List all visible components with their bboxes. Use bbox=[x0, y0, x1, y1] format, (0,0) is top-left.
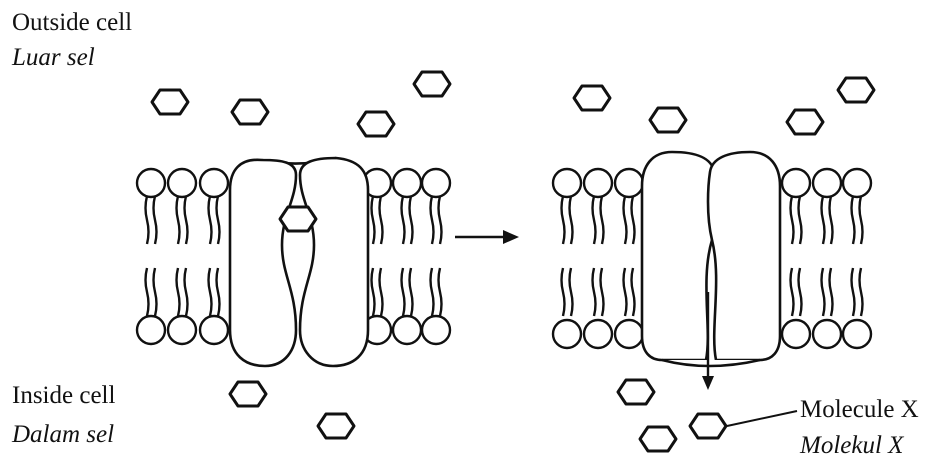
right-membrane-heads-left bbox=[553, 169, 643, 348]
transition-arrow bbox=[455, 230, 519, 244]
right-membrane-tails-right bbox=[791, 196, 863, 316]
phospholipid-head bbox=[200, 169, 228, 197]
left-membrane-heads-left bbox=[137, 169, 228, 344]
molecule-icon bbox=[574, 86, 610, 110]
molecule-icon bbox=[414, 72, 450, 96]
molecule-icon bbox=[640, 427, 676, 451]
phospholipid-head bbox=[584, 320, 612, 348]
left-membrane-tails-left bbox=[146, 196, 220, 316]
left-membrane-heads-right bbox=[363, 169, 450, 344]
molecule-icon bbox=[318, 414, 354, 438]
right-carrier-protein bbox=[642, 152, 780, 366]
right-membrane-heads-right bbox=[782, 169, 871, 348]
phospholipid-head bbox=[393, 316, 421, 344]
molecule-x-pointer bbox=[727, 411, 797, 426]
phospholipid-head bbox=[553, 320, 581, 348]
molecule-icon bbox=[650, 108, 686, 132]
molecule-icon bbox=[618, 380, 654, 404]
molecule-icon bbox=[358, 112, 394, 136]
phospholipid-head bbox=[615, 169, 643, 197]
molecule-icon bbox=[152, 90, 188, 114]
phospholipid-head bbox=[137, 316, 165, 344]
phospholipid-head bbox=[843, 169, 871, 197]
molecule-icon bbox=[787, 110, 823, 134]
phospholipid-head bbox=[782, 169, 810, 197]
left-carrier-protein bbox=[230, 158, 368, 366]
right-membrane bbox=[553, 152, 871, 390]
phospholipid-head bbox=[422, 316, 450, 344]
phospholipid-head bbox=[168, 169, 196, 197]
phospholipid-head bbox=[168, 316, 196, 344]
phospholipid-head bbox=[553, 169, 581, 197]
phospholipid-head bbox=[200, 316, 228, 344]
phospholipid-head bbox=[615, 320, 643, 348]
left-membrane bbox=[137, 158, 450, 366]
phospholipid-head bbox=[137, 169, 165, 197]
molecule-icon bbox=[838, 78, 874, 102]
phospholipid-head bbox=[813, 169, 841, 197]
molecule-x-icon bbox=[690, 414, 726, 438]
right-membrane-tails-left bbox=[562, 196, 635, 316]
molecule-icon bbox=[230, 382, 266, 406]
phospholipid-head bbox=[393, 169, 421, 197]
phospholipid-head bbox=[422, 169, 450, 197]
left-membrane-tails-right bbox=[372, 196, 442, 316]
phospholipid-head bbox=[813, 320, 841, 348]
molecule-icon bbox=[232, 100, 268, 124]
phospholipid-head bbox=[843, 320, 871, 348]
molecule-icon bbox=[280, 207, 316, 231]
phospholipid-head bbox=[782, 320, 810, 348]
phospholipid-head bbox=[584, 169, 612, 197]
